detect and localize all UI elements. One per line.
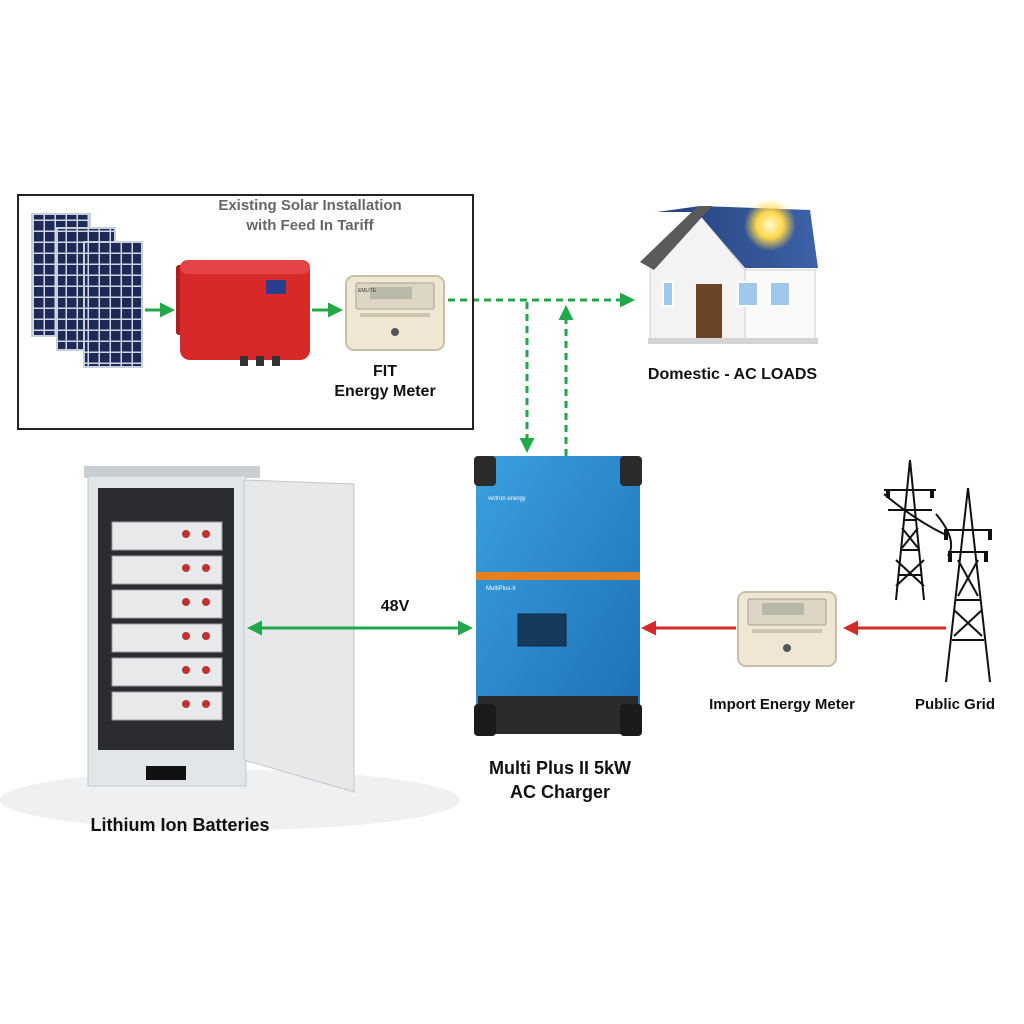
solar-box-title: Existing Solar Installation with Feed In… — [175, 196, 445, 236]
pylon-icon — [883, 459, 992, 683]
house-icon — [640, 199, 818, 344]
batteries-label: Lithium Ion Batteries — [90, 815, 270, 835]
inverter-label-line1: Multi Plus II 5kW — [488, 758, 631, 778]
inverter-label-line2: AC Charger — [509, 782, 611, 802]
svg-text:victron energy: victron energy — [488, 496, 526, 502]
solar-box-title-line2: with Feed In Tariff — [246, 217, 374, 234]
import-meter-label: Import Energy Meter — [709, 696, 855, 713]
battery-cabinet-icon — [84, 466, 355, 793]
inverter-label: Multi Plus II 5kW AC Charger — [460, 756, 660, 804]
svg-text:MultiPlus-II: MultiPlus-II — [486, 586, 516, 592]
svg-text:EMLITE: EMLITE — [358, 288, 377, 294]
connection-lines — [145, 292, 946, 636]
solar-installation-box — [17, 194, 474, 430]
fit-meter-label-line1: FIT — [373, 363, 397, 380]
solar-box-title-line1: Existing Solar Installation — [218, 197, 402, 214]
domestic-loads-label: Domestic - AC LOADS — [647, 366, 818, 383]
solar-panels-icon — [31, 213, 143, 368]
voltage-label: 48V — [380, 598, 410, 615]
public-grid-label: Public Grid — [914, 696, 995, 713]
fit-meter-label-line2: Energy Meter — [334, 383, 436, 400]
sma-inverter-icon — [176, 260, 310, 366]
victron-inverter-icon: victron energy MultiPlus-II — [474, 456, 642, 736]
fit-meter-label: FIT Energy Meter — [320, 362, 450, 402]
import-meter-icon — [737, 591, 837, 667]
energy-meter-icon: EMLITE — [345, 275, 445, 351]
